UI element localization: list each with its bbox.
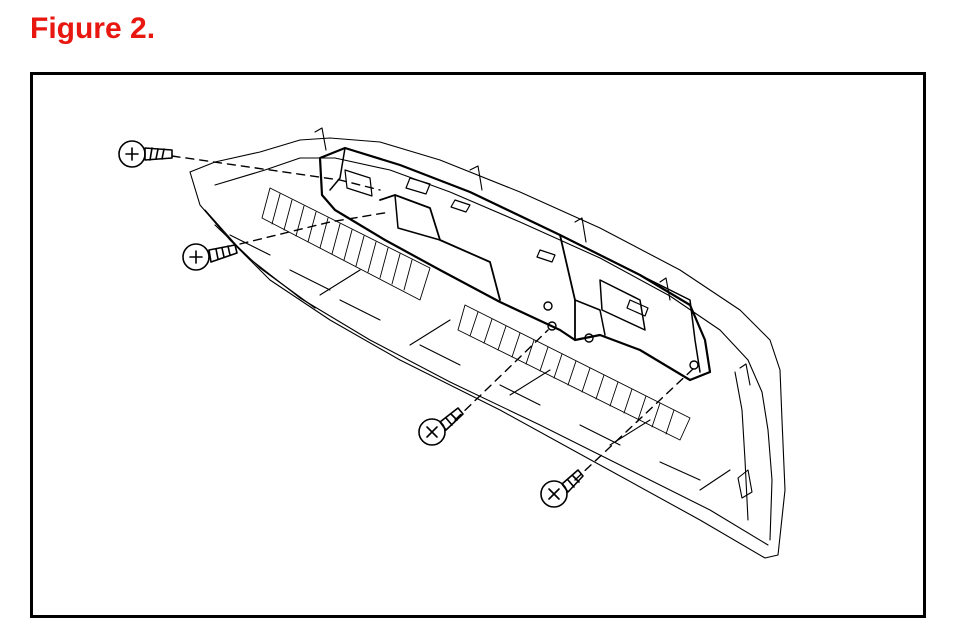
screw — [182, 243, 238, 271]
vent-louvers-left — [261, 187, 431, 301]
screw — [540, 469, 584, 508]
screw — [118, 140, 173, 168]
diagram-frame — [30, 72, 926, 618]
trim-panel — [189, 127, 786, 559]
figure-title: Figure 2. — [30, 12, 156, 45]
alignment-lines — [171, 155, 695, 481]
screw — [418, 407, 464, 446]
vent-louvers-right — [457, 304, 691, 441]
mounting-bracket — [318, 146, 712, 382]
